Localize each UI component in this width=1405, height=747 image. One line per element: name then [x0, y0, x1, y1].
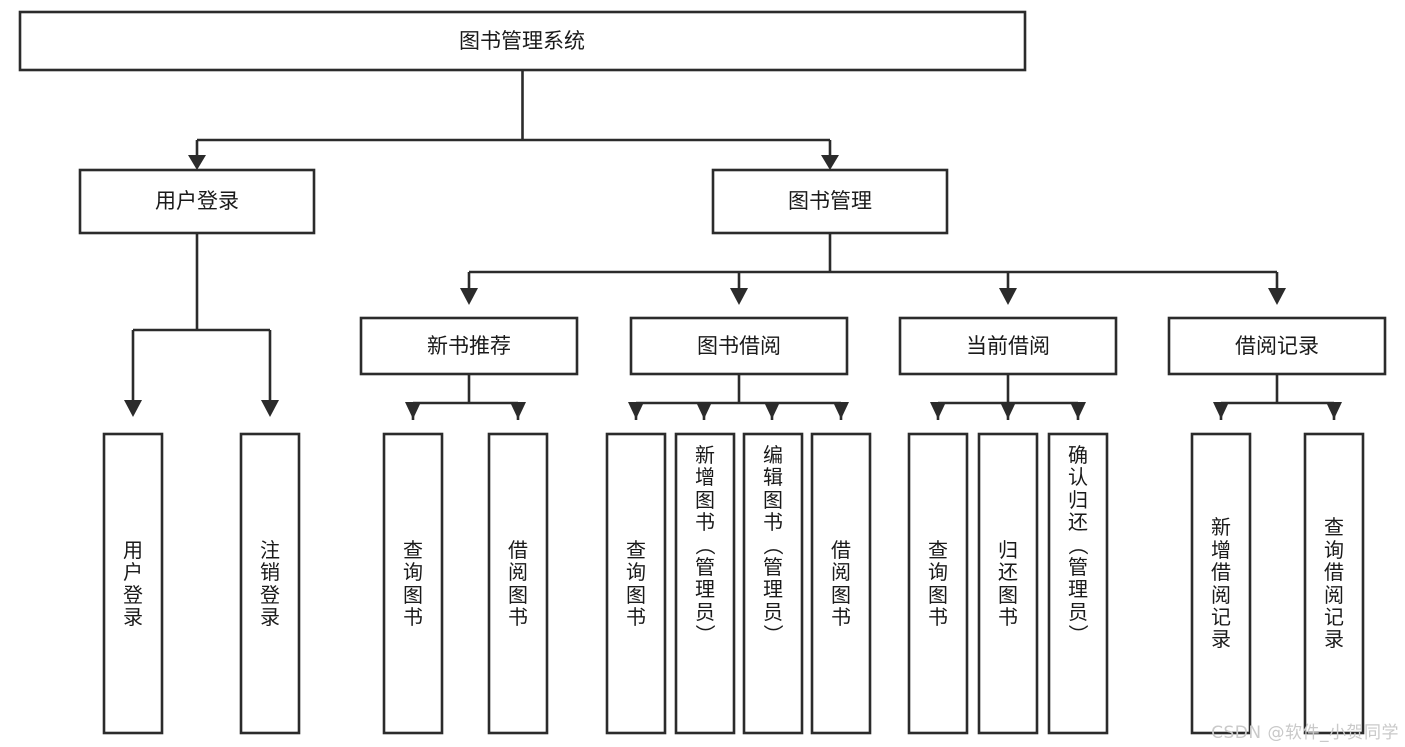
arrow-icon-to-new-book-recommend	[460, 288, 478, 305]
node-current-borrow-box[interactable]	[898, 316, 1118, 376]
arrow-icon-to-leaf-confirm-return	[1070, 402, 1086, 419]
node-user-login-box[interactable]	[78, 168, 316, 235]
arrow-icon-to-leaf-query-book-1	[405, 402, 421, 419]
arrow-icon-to-leaf-add-book	[696, 402, 712, 419]
arrow-icon-to-leaf-borrow-book-1	[510, 402, 526, 419]
node-book-manage-label: 图书管理	[788, 189, 872, 213]
arrow-icon-to-book-manage	[821, 155, 839, 170]
arrow-icon-to-leaf-user-login	[124, 400, 142, 417]
node-current-borrow-label: 当前借阅	[966, 334, 1050, 358]
leaf-box-user-logout[interactable]	[239, 432, 301, 735]
node-user-login-label: 用户登录	[155, 189, 239, 213]
csdn-watermark: CSDN @软件_小贺同学	[1211, 723, 1399, 743]
node-borrow-record-box[interactable]	[1167, 316, 1387, 376]
leaf-box-user-login[interactable]	[102, 432, 164, 735]
node-root-label: 图书管理系统	[459, 29, 585, 53]
node-book-manage-box[interactable]	[711, 168, 949, 235]
arrow-icon-to-user-login	[188, 155, 206, 170]
leaf-box-confirm-return[interactable]	[1047, 432, 1109, 735]
arrow-icon-to-leaf-user-logout	[261, 400, 279, 417]
node-book-borrow-box[interactable]	[629, 316, 849, 376]
node-new-book-recommend-label: 新书推荐	[427, 334, 511, 358]
leaf-box-query-book-3[interactable]	[907, 432, 969, 735]
leaf-box-query-book-2[interactable]	[605, 432, 667, 735]
arrow-icon-to-borrow-record	[1268, 288, 1286, 305]
leaf-box-return-book[interactable]	[977, 432, 1039, 735]
leaf-box-add-record[interactable]	[1190, 432, 1252, 735]
arrow-icon-to-leaf-query-record	[1326, 402, 1342, 419]
leaf-box-borrow-book-2[interactable]	[810, 432, 872, 735]
arrow-icon-to-leaf-query-book-2	[628, 402, 644, 419]
node-new-book-recommend-box[interactable]	[359, 316, 579, 376]
arrow-icon-to-book-borrow	[730, 288, 748, 305]
arrow-icon-to-leaf-return-book	[1000, 402, 1016, 419]
leaf-box-query-record[interactable]	[1303, 432, 1365, 735]
node-box-layer	[18, 10, 1387, 735]
leaf-box-add-book[interactable]	[674, 432, 736, 735]
node-label-layer: 图书管理系统 用户登录 图书管理 新书推荐 图书借阅 当前借阅 借阅记录	[155, 29, 1319, 358]
node-root-box[interactable]	[18, 10, 1027, 72]
leaf-box-borrow-book-1[interactable]	[487, 432, 549, 735]
arrow-icon-to-leaf-edit-book	[764, 402, 780, 419]
node-borrow-record-label: 借阅记录	[1235, 334, 1319, 358]
arrow-icon-to-leaf-add-record	[1213, 402, 1229, 419]
arrow-icon-to-leaf-borrow-book-2	[833, 402, 849, 419]
leaf-box-query-book-1[interactable]	[382, 432, 444, 735]
arrow-icon-to-leaf-query-book-3	[930, 402, 946, 419]
node-book-borrow-label: 图书借阅	[697, 334, 781, 358]
arrowhead-layer	[124, 155, 1342, 419]
arrow-icon-to-current-borrow	[999, 288, 1017, 305]
leaf-box-edit-book[interactable]	[742, 432, 804, 735]
